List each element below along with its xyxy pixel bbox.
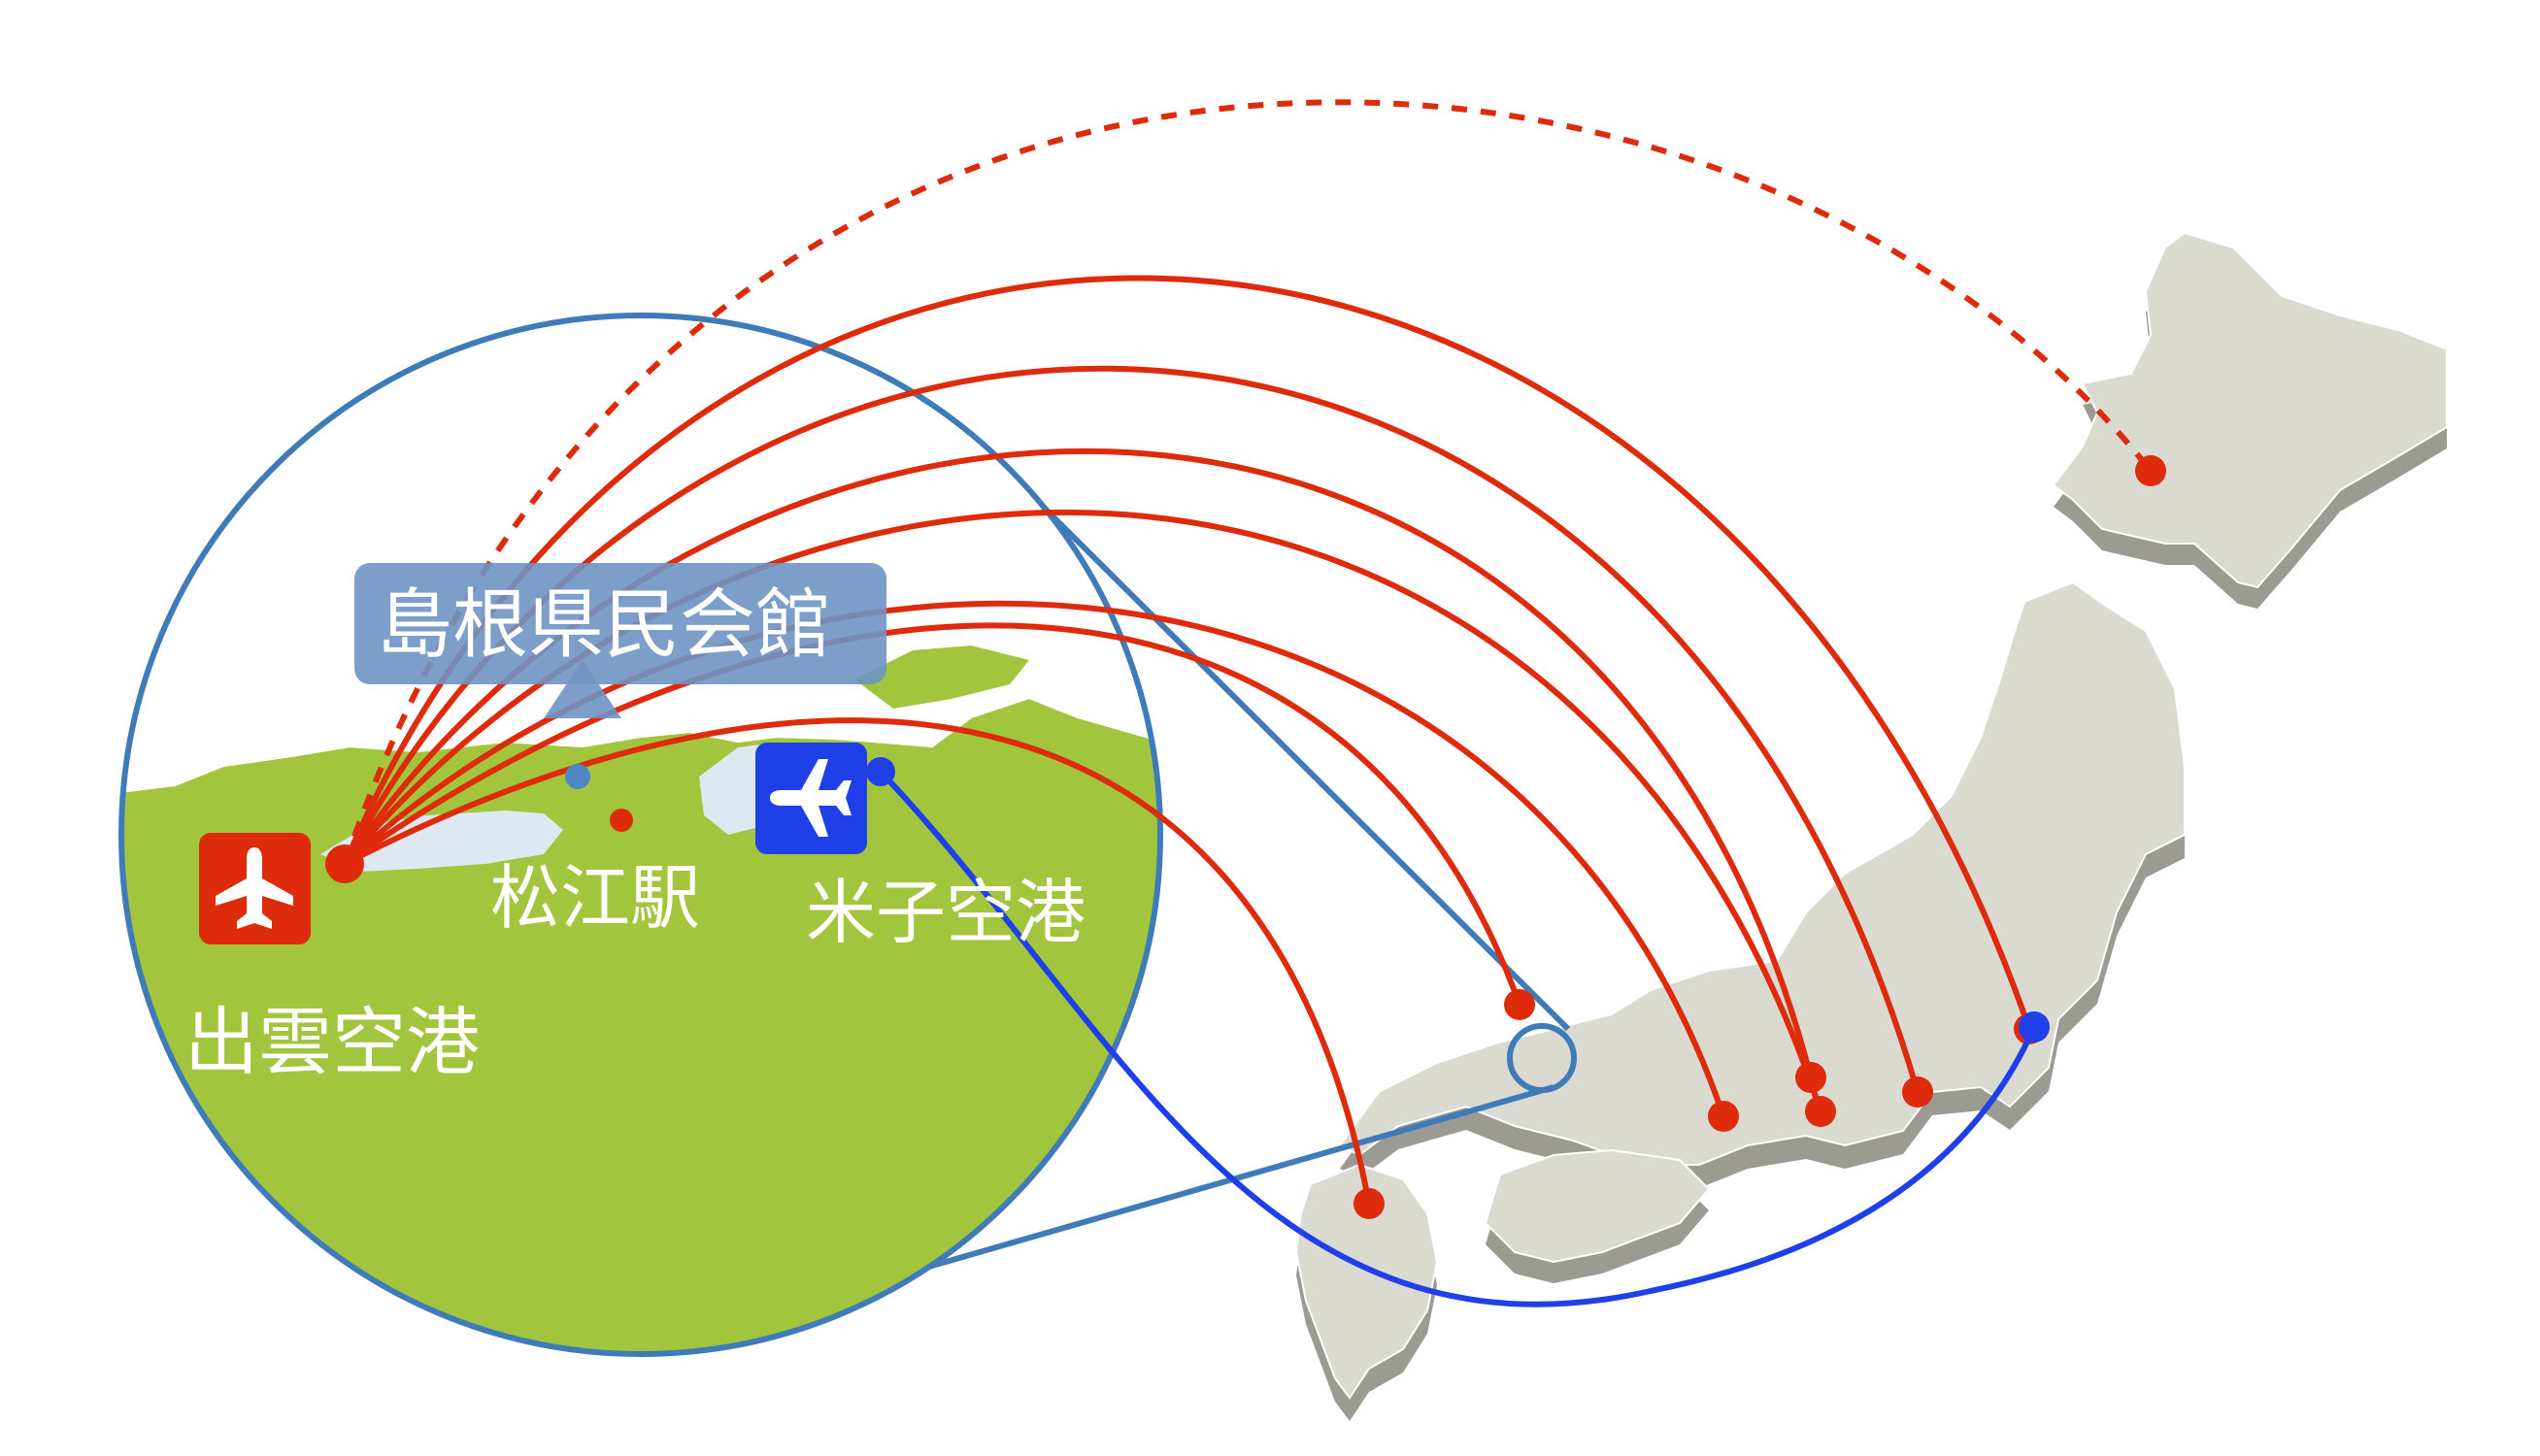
venue-label: 島根県民会館 (377, 581, 831, 669)
route-izumo-hiroshima (343, 622, 1522, 1007)
matsue-station-label: 松江駅 (490, 857, 700, 939)
route-izumo-fukuoka (343, 717, 1372, 1205)
matsue-station-marker (610, 809, 633, 832)
yonago-origin-marker (866, 757, 895, 786)
destination-marker (2135, 455, 2166, 486)
destination-marker-tokyo-yonago (2019, 1011, 2050, 1042)
route-yonago-tokyo (878, 769, 2037, 1307)
route-izumo-tokyo (342, 275, 2032, 1030)
honshu (1338, 580, 2186, 1166)
hokkaido (2052, 231, 2448, 589)
kyushu (1294, 1163, 1439, 1400)
izumo-origin-marker (325, 844, 364, 883)
yonago-airport-label: 米子空港 (806, 872, 1086, 953)
shikoku (1484, 1148, 1711, 1264)
route-izumo-sapporo (342, 99, 2154, 865)
japan-map (1294, 231, 2448, 1421)
destination-marker (1708, 1101, 1739, 1132)
destination-marker (1354, 1188, 1385, 1219)
venue-pin-icon (565, 764, 590, 789)
yonago-airplane-icon (755, 743, 867, 854)
destination-marker (1504, 989, 1535, 1020)
izumo-airplane-icon (199, 833, 311, 944)
venue-callout: 島根県民会館 (354, 563, 886, 718)
destination-marker (1805, 1096, 1836, 1127)
izumo-airport-label: 出雲空港 (184, 999, 480, 1085)
destination-marker (1902, 1076, 1933, 1108)
